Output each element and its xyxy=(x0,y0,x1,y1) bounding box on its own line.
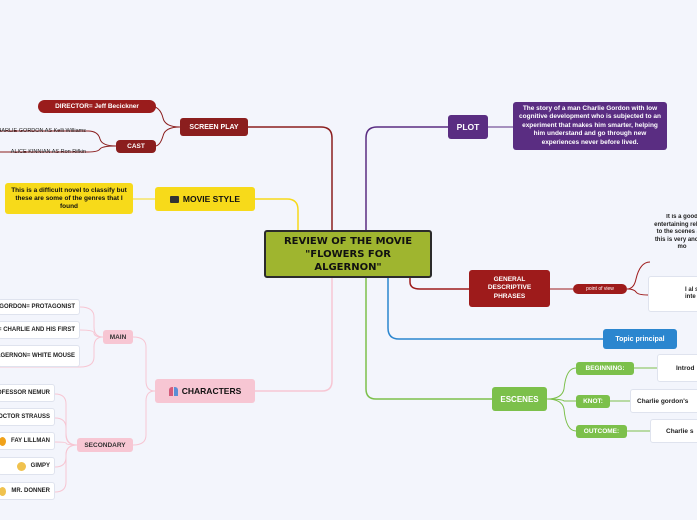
link-movie-style xyxy=(255,198,299,238)
escenes-node[interactable]: ESCENES xyxy=(492,387,547,411)
outcome-text[interactable]: Charlie s xyxy=(650,419,697,443)
movie-style-note[interactable]: This is a difficult novel to classify bu… xyxy=(5,183,133,214)
link-escenes xyxy=(365,276,492,400)
characters-node[interactable]: CHARACTERS xyxy=(155,379,255,403)
point-of-view-node[interactable]: point of view xyxy=(573,284,627,294)
cast-item[interactable]: CHARLIE GORDON AS Kelli Williams xyxy=(0,127,86,134)
cast-item[interactable]: ALICE KINNIAN AS Ron Rifkin xyxy=(10,148,86,155)
central-topic[interactable]: REVIEW OF THE MOVIE "FLOWERS FOR ALGERNO… xyxy=(264,230,432,278)
link-plot xyxy=(365,126,448,238)
secondary-character-label: MR. DONNER xyxy=(11,488,50,494)
secondary-character-item[interactable]: GIMPY xyxy=(0,457,55,475)
director-node[interactable]: DIRECTOR= Jeff Becickner xyxy=(38,100,156,113)
outcome-node[interactable]: OUTCOME: xyxy=(576,425,627,438)
movie-style-node[interactable]: MOVIE STYLE xyxy=(155,187,255,211)
main-character-item[interactable]: CHARLIE GORDON= PROTAGONIST xyxy=(0,299,80,315)
clapperboard-icon xyxy=(169,195,179,203)
secondary-character-item[interactable]: FAY LILLMAN xyxy=(0,432,55,450)
secondary-character-item[interactable]: DOCTOR STRAUSS xyxy=(0,408,55,426)
beginning-text[interactable]: Introd xyxy=(657,354,697,382)
plot-node[interactable]: PLOT xyxy=(448,115,488,139)
point-of-view-text[interactable]: It is a good entertaining related to the… xyxy=(654,214,697,250)
secondary-character-label: FAY LILLMAN xyxy=(10,438,50,444)
point-of-view-text-2[interactable]: I al son inte xyxy=(648,276,697,312)
knot-text[interactable]: Charlie gordon's xyxy=(630,389,697,413)
link-topic xyxy=(387,276,603,340)
topic-principal-node[interactable]: Topic principal xyxy=(603,329,677,349)
characters-label: CHARACTERS xyxy=(181,386,242,396)
secondary-character-item[interactable]: MR. DONNER xyxy=(0,482,55,500)
main-character-item[interactable]: ALICE= CHARLIE AND HIS FIRST xyxy=(0,321,80,339)
knot-node[interactable]: KNOT: xyxy=(576,395,610,408)
cast-node[interactable]: CAST xyxy=(116,140,156,153)
secondary-character-label: GIMPY xyxy=(30,463,50,469)
main-character-item[interactable]: ALGERNON= WHITE MOUSE xyxy=(0,345,80,367)
secondary-character-item[interactable]: PROFESSOR NEMUR xyxy=(0,384,55,402)
link-screenplay xyxy=(248,126,333,238)
people-icon xyxy=(168,386,178,396)
face-icon xyxy=(0,486,7,496)
beginning-node[interactable]: BEGINNING: xyxy=(576,362,634,375)
general-node[interactable]: GENERAL DESCRIPTIVE PHRASES xyxy=(469,270,550,307)
face-icon xyxy=(16,461,26,471)
plot-text[interactable]: The story of a man Charlie Gordon with l… xyxy=(513,102,667,150)
lightbulb-icon xyxy=(0,436,6,446)
screenplay-node[interactable]: SCREEN PLAY xyxy=(180,118,248,136)
movie-style-label: MOVIE STYLE xyxy=(182,194,241,204)
link-general xyxy=(409,276,469,290)
main-node[interactable]: MAIN xyxy=(103,330,133,344)
link-characters xyxy=(255,276,333,392)
secondary-node[interactable]: SECONDARY xyxy=(77,438,133,452)
